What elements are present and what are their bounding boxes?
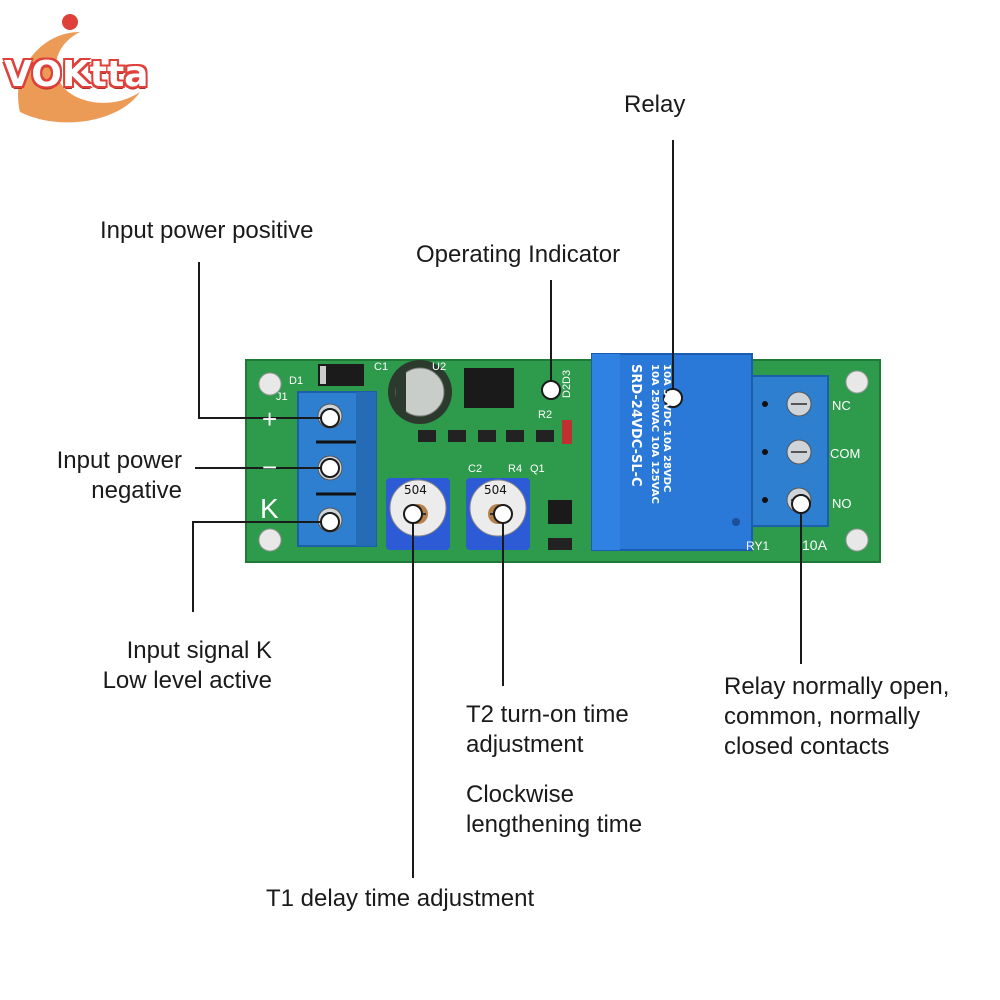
com-label: COM [830, 446, 860, 461]
label-input-power-positive: Input power positive [100, 217, 314, 244]
label-operating-indicator: Operating Indicator [416, 241, 621, 268]
r4-label: R4 [508, 463, 522, 475]
diode-d1 [318, 364, 364, 386]
label-clockwise-line2: lengthening time [466, 811, 643, 838]
capacitor-c1 [388, 360, 452, 424]
logo-text: VOKtta [4, 54, 149, 95]
label-relay-contacts-line3: closed contacts [724, 733, 890, 760]
label-t1-delay: T1 delay time adjustment [266, 885, 535, 912]
brand-logo: VOKtta [0, 12, 180, 132]
c2-label: C2 [468, 463, 482, 475]
relay-rating-1: 10A 250VAC 10A 125VAC [649, 364, 660, 504]
d1-label: D1 [289, 375, 303, 387]
label-input-signal-line1: Input signal K [126, 637, 272, 664]
label-t2-line1: T2 turn-on time [466, 701, 629, 728]
label-t2-line2: adjustment [466, 731, 584, 758]
nc-label: NC [832, 398, 851, 413]
label-input-signal: Input signal K Low level active [60, 636, 272, 696]
no-label: NO [832, 496, 852, 511]
d2d3-label: D2D3 [561, 370, 573, 398]
label-input-power-negative-line1: Input power [56, 447, 182, 474]
label-input-power-negative: Input power negative [20, 446, 182, 506]
q1-label: Q1 [530, 463, 545, 475]
relay-model-text: SRD-24VDC-SL-C [628, 364, 643, 487]
logo-swoosh-icon [18, 14, 140, 123]
amps-label: 10A [802, 537, 828, 553]
smd-components [418, 430, 572, 550]
r2-label: R2 [538, 409, 552, 421]
j1-label: J1 [276, 391, 288, 403]
mounting-holes [258, 370, 869, 552]
pot1-marking: 504 [404, 483, 427, 497]
label-clockwise: Clockwise lengthening time [466, 780, 642, 840]
label-input-signal-line2: Low level active [102, 667, 272, 694]
label-t2-adjustment: T2 turn-on time adjustment [466, 700, 629, 760]
minus-mark: − [262, 452, 277, 482]
u2-label: U2 [432, 361, 446, 373]
c1-label: C1 [374, 361, 388, 373]
label-clockwise-line1: Clockwise [466, 781, 575, 808]
relay-rating-2: 10A 30VDC 10A 28VDC [661, 364, 672, 492]
label-relay-contacts: Relay normally open, common, normally cl… [724, 672, 949, 762]
k-mark: K [260, 493, 279, 524]
plus-mark: + [262, 404, 277, 434]
label-relay: Relay [624, 91, 686, 118]
label-relay-contacts-line1: Relay normally open, [724, 673, 950, 700]
label-relay-contacts-line2: common, normally [724, 703, 921, 730]
leader-dots [320, 380, 811, 532]
indicator-led [562, 420, 572, 444]
relay-terminal-block [751, 375, 829, 527]
chip-u2 [464, 368, 514, 408]
pot2-marking: 504 [484, 483, 507, 497]
label-input-power-negative-line2: negative [91, 477, 182, 504]
leader-lines [192, 140, 802, 878]
ry1-label: RY1 [746, 539, 769, 553]
